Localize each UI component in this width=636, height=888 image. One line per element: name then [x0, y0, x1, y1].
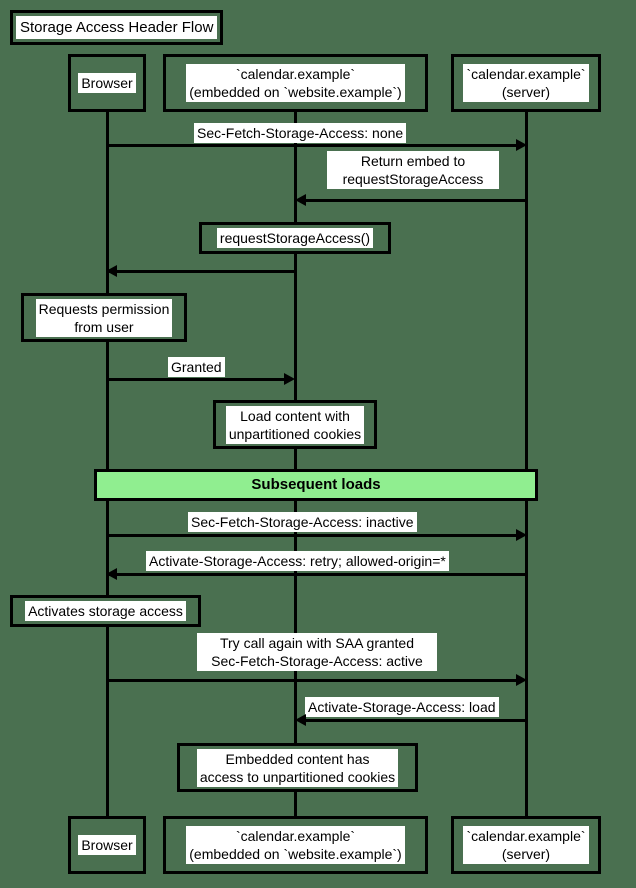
message-label-sec-fetch-none: Sec-Fetch-Storage-Access: none — [194, 123, 407, 143]
note-request-storage-access: requestStorageAccess() — [199, 222, 391, 254]
participant-server-top[interactable]: `calendar.example` (server) — [451, 54, 601, 112]
note-label: Requests permission from user — [35, 298, 173, 337]
diagram-title-box: Storage Access Header Flow — [10, 10, 224, 45]
participant-label: `calendar.example` (server) — [463, 64, 589, 102]
message-line-activate-retry — [107, 573, 526, 576]
participant-label: `calendar.example` (server) — [463, 826, 589, 864]
note-load-content: Load content with unpartitioned cookies — [213, 400, 377, 449]
participant-embed-bottom[interactable]: `calendar.example` (embedded on `website… — [163, 816, 428, 874]
lifeline-browser — [106, 112, 109, 816]
page-title: Storage Access Header Flow — [16, 16, 218, 39]
message-line-return-embed — [305, 199, 526, 202]
arrow-head-icon — [106, 265, 117, 277]
note-label: Embedded content has access to unpartiti… — [196, 748, 399, 787]
message-label-activate-retry: Activate-Storage-Access: retry; allowed-… — [146, 551, 449, 571]
message-label-sec-fetch-inactive: Sec-Fetch-Storage-Access: inactive — [188, 512, 417, 532]
arrow-head-icon — [516, 529, 527, 541]
participant-label: `calendar.example` (embedded on `website… — [186, 826, 405, 864]
message-line-granted — [107, 378, 287, 381]
arrow-head-icon — [516, 674, 527, 686]
arrow-head-icon — [295, 714, 306, 726]
note-label: Activates storage access — [25, 601, 186, 621]
note-activates-storage-access: Activates storage access — [10, 595, 201, 627]
participant-server-bottom[interactable]: `calendar.example` (server) — [451, 816, 601, 874]
note-label: requestStorageAccess() — [216, 228, 374, 248]
message-label-return-embed: Return embed to requestStorageAccess — [327, 151, 499, 189]
message-line-embed-to-browser — [107, 270, 295, 273]
note-embedded-content-access: Embedded content has access to unpartiti… — [177, 743, 418, 792]
arrow-head-icon — [106, 568, 117, 580]
participant-label: Browser — [78, 73, 136, 93]
divider-subsequent-loads: Subsequent loads — [94, 469, 538, 501]
message-line-sec-fetch-inactive — [107, 534, 519, 537]
arrow-head-icon — [284, 373, 295, 385]
message-line-sec-fetch-none — [107, 144, 519, 147]
note-requests-permission: Requests permission from user — [21, 293, 187, 342]
participant-label: `calendar.example` (embedded on `website… — [186, 64, 405, 102]
participant-browser-bottom[interactable]: Browser — [68, 816, 146, 874]
message-line-activate-load — [305, 719, 526, 722]
note-label: Load content with unpartitioned cookies — [225, 405, 365, 444]
message-label-granted: Granted — [168, 357, 225, 377]
participant-label: Browser — [78, 835, 136, 855]
message-label-activate-load: Activate-Storage-Access: load — [305, 697, 499, 717]
message-line-try-call-again — [107, 679, 519, 682]
arrow-head-icon — [516, 139, 527, 151]
participant-embed-top[interactable]: `calendar.example` (embedded on `website… — [163, 54, 428, 112]
message-label-try-call-again: Try call again with SAA granted Sec-Fetc… — [197, 633, 437, 671]
participant-browser-top[interactable]: Browser — [68, 54, 146, 112]
lifeline-embed — [294, 112, 297, 816]
lifeline-server — [525, 112, 528, 816]
arrow-head-icon — [295, 194, 306, 206]
divider-label: Subsequent loads — [251, 476, 381, 493]
